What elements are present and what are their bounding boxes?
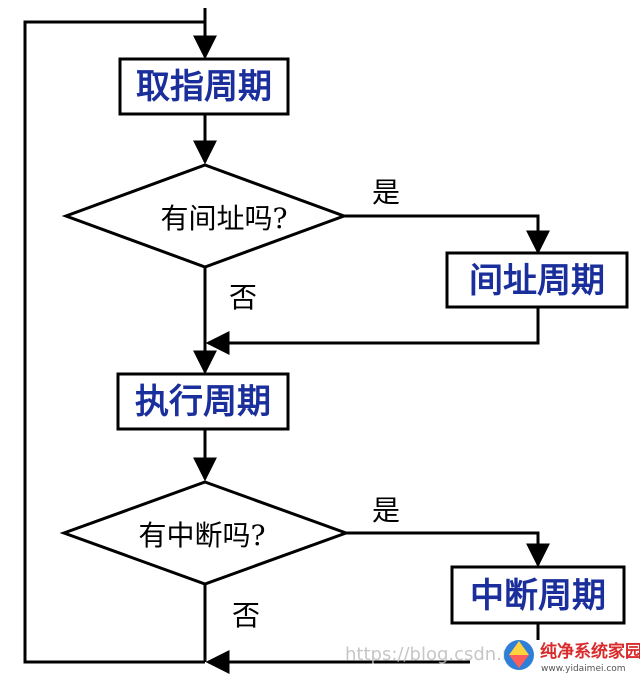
yes-label-interrupt: 是 [372,494,400,527]
arrow-yes-to-indirect [344,214,550,255]
no-label-indirect: 否 [229,281,257,314]
arrow-yes-to-interrupt [346,531,550,568]
site-logo: 纯净系统家园 www.yidaimei.com [504,640,640,674]
fetch-cycle-box: 取指周期 [118,57,290,116]
indirect-cycle-box: 间址周期 [445,251,629,309]
logo-url: www.yidaimei.com [541,664,626,674]
indirect-decision-label: 有间址吗? [160,202,287,235]
indirect-cycle-label: 间址周期 [469,261,605,301]
arrow-indirect-return [205,307,540,355]
interrupt-cycle-label: 中断周期 [470,576,606,616]
logo-title: 纯净系统家园 [540,641,640,662]
interrupt-cycle-box: 中断周期 [450,565,626,625]
loop-back-line [23,20,205,664]
fetch-cycle-label: 取指周期 [136,67,272,107]
execute-cycle-box: 执行周期 [116,372,290,431]
watermark-text: https://blog.csdn.net [345,644,531,665]
indirect-decision: 有间址吗? [61,163,349,269]
yes-label-indirect: 是 [372,176,400,209]
interrupt-decision-label: 有中断吗? [138,519,265,552]
no-label-interrupt: 否 [232,599,260,632]
execute-cycle-label: 执行周期 [135,382,271,422]
interrupt-decision: 有中断吗? [59,480,351,586]
